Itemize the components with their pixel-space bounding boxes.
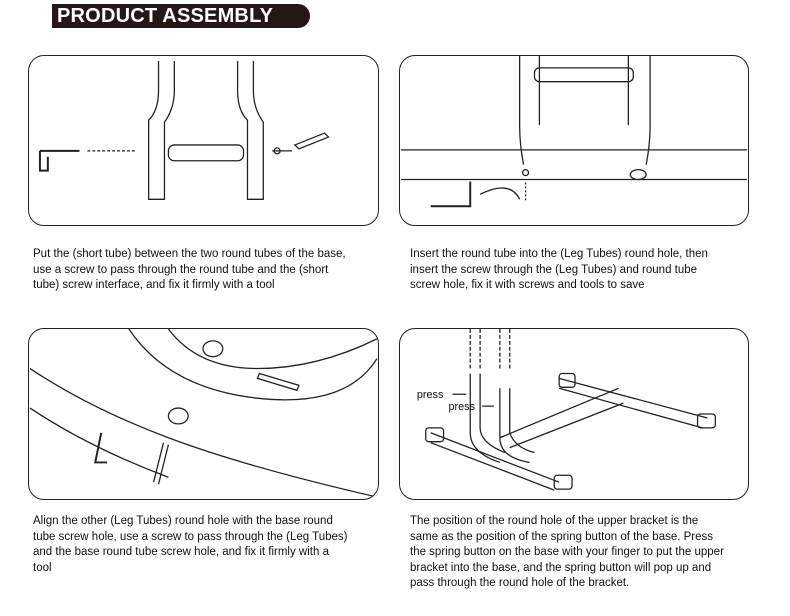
caption-line: the spring button on the base with your … <box>410 546 724 558</box>
press-label: press <box>448 401 475 413</box>
step-3-illustration <box>28 328 379 500</box>
caption-line: pass through the round hole of the brack… <box>410 577 630 589</box>
section-title: PRODUCT ASSEMBLY <box>52 4 310 28</box>
caption-line: and the base round tube screw hole, and … <box>33 546 329 558</box>
caption-line: The position of the round hole of the up… <box>410 515 699 527</box>
step-1-illustration <box>28 55 379 226</box>
step-1-caption: Put the (short tube) between the two rou… <box>33 247 398 294</box>
caption-line: screw hole, fix it with screws and tools… <box>410 279 645 291</box>
step-2-illustration <box>399 55 749 226</box>
caption-line: Align the other (Leg Tubes) round hole w… <box>33 515 333 527</box>
caption-line: tube) screw interface, and fix it firmly… <box>33 279 275 291</box>
step-4-illustration: press press <box>399 328 749 500</box>
step-3-caption: Align the other (Leg Tubes) round hole w… <box>33 514 398 576</box>
caption-line: Insert the round tube into the (Leg Tube… <box>410 248 708 260</box>
caption-line: Put the (short tube) between the two rou… <box>33 248 346 260</box>
caption-line: use a screw to pass through the round tu… <box>33 263 329 276</box>
press-label: press <box>417 389 444 401</box>
step-2-caption: Insert the round tube into the (Leg Tube… <box>410 247 775 294</box>
caption-line: bracket into the base, and the spring bu… <box>410 561 712 574</box>
caption-line: same as the position of the spring butto… <box>410 530 714 543</box>
step-4-caption: The position of the round hole of the up… <box>410 514 780 592</box>
caption-line: insert the screw through the (Leg Tubes)… <box>410 263 698 276</box>
caption-line: tube screw hole, use a screw to pass thr… <box>33 530 348 543</box>
caption-line: tool <box>33 561 52 574</box>
